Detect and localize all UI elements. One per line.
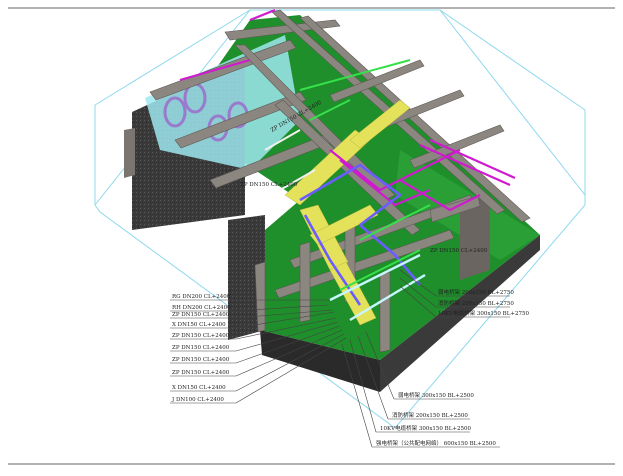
bottom-label-2: 消防桥架 200x150 BL+2500: [392, 411, 468, 419]
right-label-1-leader: [399, 269, 437, 297]
pipes-green: [299, 59, 431, 291]
left-label-2-leader: [235, 304, 329, 312]
right-wall: [380, 235, 540, 392]
left-label-4-leader: [235, 311, 335, 329]
shaft-wall: [460, 195, 490, 280]
bottom-label-3-leader: [349, 339, 377, 433]
left-label-10: J DN100 CL+2400: [171, 397, 224, 403]
right-tray-labels: 弱电桥架 200x150 BL+2750 消防桥架 200x150 BL+2750…: [438, 288, 529, 317]
bottom-label-4: 强电桥架（公共配电网络） 600x150 BL+2500: [376, 439, 496, 447]
bottom-label-2-leader: [357, 335, 389, 420]
left-label-6: ZP DN150 CL+2400: [172, 345, 230, 351]
bottom-label-3: 10KV电缆桥架 300x150 BL+2500: [380, 424, 471, 432]
left-label-3-leader: [235, 309, 333, 319]
left-label-8-leader: [235, 329, 343, 377]
in-label-3: ZP DN150 CL+2400: [430, 248, 488, 254]
center-wall: [228, 215, 265, 340]
left-label-3: ZP DN150 CL+2400: [172, 312, 230, 318]
left-label-5-leader: [235, 317, 337, 340]
bottom-tray-labels: 弱电桥架 300x150 BL+2500 消防桥架 200x150 BL+2500…: [376, 391, 496, 447]
in-label-2: ZP DN150 CL+2400: [240, 182, 298, 188]
right-label-2: 消防桥架 200x150 BL+2750: [438, 299, 514, 307]
bottom-label-1: 弱电桥架 300x150 BL+2500: [398, 391, 474, 399]
leader-lines: [170, 269, 510, 448]
bottom-label-1-leader: [365, 331, 395, 400]
right-label-2-leader: [399, 277, 437, 308]
left-end-wall: [124, 128, 135, 178]
left-label-9-leader: [235, 333, 345, 392]
left-label-8: ZP DN150 CL+2400: [172, 370, 230, 376]
front-wall: [260, 330, 380, 392]
bounding-box: [94, 9, 586, 429]
left-label-10-leader: [235, 337, 347, 404]
left-label-7: ZP DN150 CL+2400: [172, 357, 230, 363]
right-label-3-leader: [399, 285, 437, 318]
right-label-1: 弱电桥架 200x150 BL+2750: [438, 288, 514, 296]
left-label-5: ZP DN150 CL+2400: [172, 333, 230, 339]
pipes-magenta: [179, 8, 516, 212]
right-label-3: 10KV电缆桥架 300x150 BL+2750: [438, 309, 529, 317]
left-label-9: X DN150 CL+2400: [172, 385, 226, 391]
left-label-4: X DN150 CL+2400: [172, 322, 226, 328]
left-label-6-leader: [235, 321, 339, 352]
pipes-white: [264, 129, 316, 191]
left-label-7-leader: [235, 325, 341, 364]
pipes-cyan: [329, 253, 426, 322]
left-label-1: RG DN200 CL+2400: [172, 294, 231, 300]
bottom-label-4-leader: [341, 343, 373, 448]
left-label-2: RH DN200 CL+2400: [172, 305, 231, 311]
